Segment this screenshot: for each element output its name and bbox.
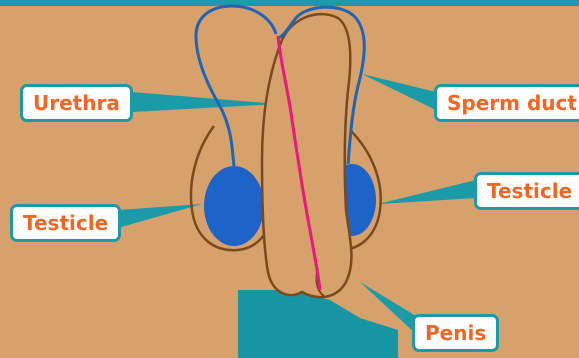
label-testicle-left: Testicle [10, 204, 121, 242]
leader-urethra [132, 92, 278, 112]
leader-testicle-left [118, 204, 202, 228]
leader-testicle-right [378, 180, 476, 204]
label-sperm-duct: Sperm duct [434, 84, 579, 122]
leader-sperm-duct [362, 74, 436, 110]
label-urethra: Urethra [20, 84, 133, 122]
penis-outline [262, 14, 351, 297]
testicle-left [204, 166, 264, 246]
legs-shape [238, 290, 398, 358]
top-border [0, 0, 579, 6]
label-testicle-right: Testicle [474, 172, 579, 210]
label-penis: Penis [412, 314, 499, 352]
